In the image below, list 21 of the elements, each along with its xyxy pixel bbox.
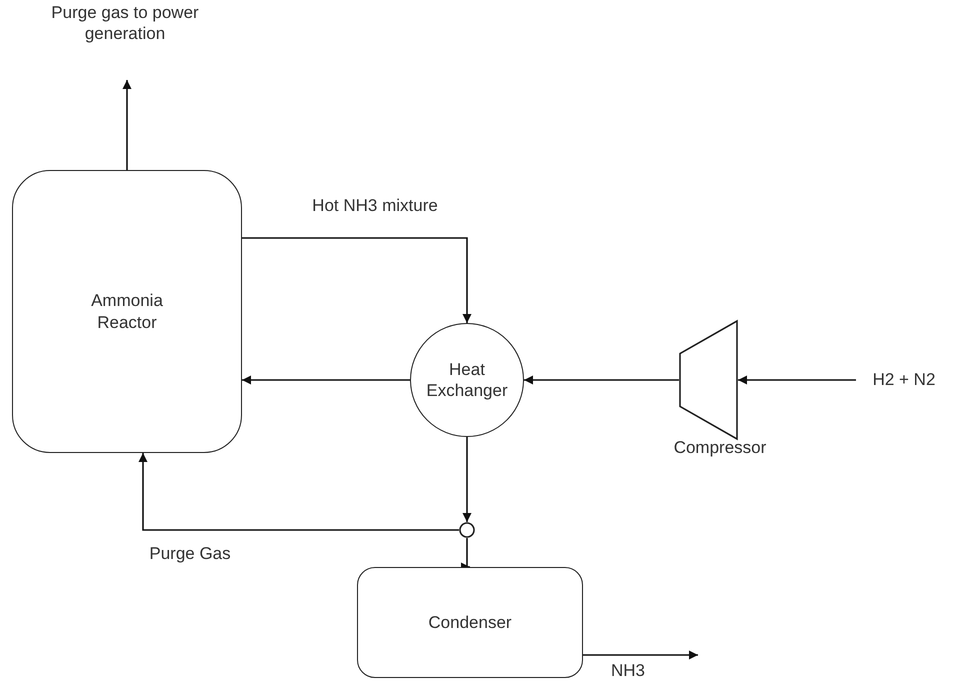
outlet-label: Purge gas to power generation [50,2,200,44]
arrow [524,376,679,384]
compressor-symbol [679,320,738,440]
node-label: Heat Exchanger [425,358,509,402]
arrow [138,453,459,531]
edge-label: NH3 [610,661,646,681]
inlet-label: H2 + N2 [872,369,936,391]
arrow [738,376,856,384]
node-label: Ammonia Reactor [90,290,164,333]
equipment-label: Compressor [672,438,768,458]
edge-label: Purge Gas [148,544,232,564]
reactor-box [12,170,242,453]
condenser-box [357,567,583,678]
edge-label: Hot NH3 mixture [311,196,439,216]
arrow [242,376,410,384]
arrow [122,80,132,170]
arrow [462,437,472,522]
arrow [583,650,698,660]
junction-circle [459,522,475,538]
arrow [242,237,472,323]
node-label: Condenser [428,612,512,634]
